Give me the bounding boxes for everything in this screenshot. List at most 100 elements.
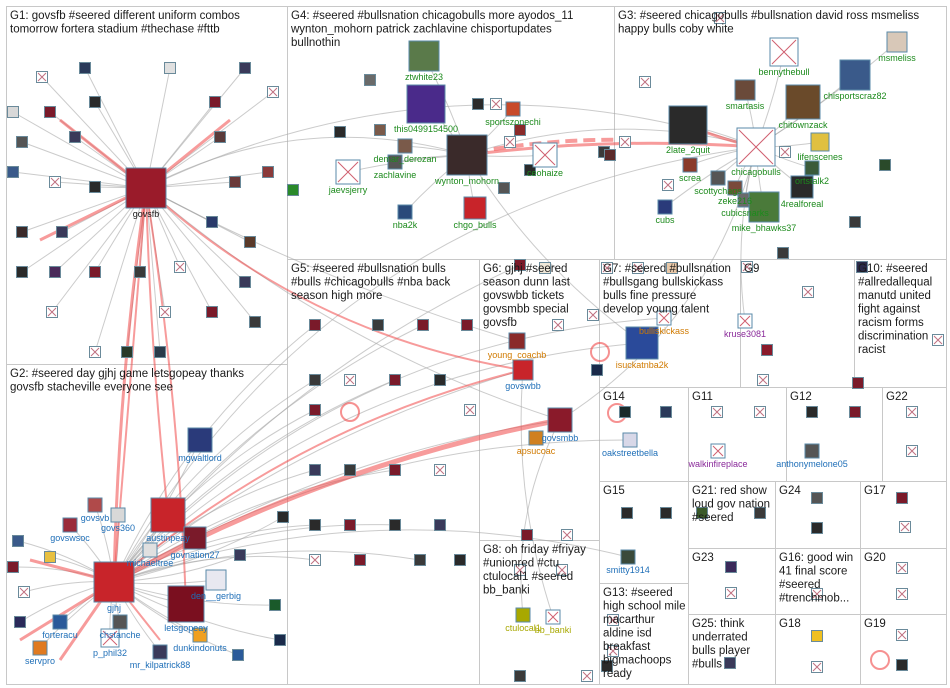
node[interactable] <box>725 561 737 573</box>
node-this0499154500[interactable] <box>406 84 446 124</box>
node[interactable] <box>134 266 146 278</box>
node[interactable] <box>56 226 68 238</box>
node[interactable] <box>372 319 384 331</box>
node[interactable] <box>206 216 218 228</box>
node-govsfb[interactable] <box>125 167 167 209</box>
node[interactable] <box>389 464 401 476</box>
node[interactable] <box>498 182 510 194</box>
node-msmeliss[interactable] <box>886 31 908 53</box>
node-apsucoac[interactable] <box>528 430 544 446</box>
node-demar-derozan[interactable] <box>397 138 413 154</box>
node[interactable] <box>754 507 766 519</box>
node-govswbb[interactable] <box>512 359 534 381</box>
node[interactable] <box>761 344 773 356</box>
node-chitownzack[interactable] <box>785 84 821 120</box>
node-ctulocal1[interactable] <box>515 607 531 623</box>
node[interactable] <box>334 126 346 138</box>
node-ztwhite23[interactable] <box>408 40 440 72</box>
node-govswsoc[interactable] <box>62 517 78 533</box>
node-letsgopeay[interactable] <box>167 585 205 623</box>
node[interactable] <box>434 374 446 386</box>
node[interactable] <box>44 106 56 118</box>
node-chstanche[interactable] <box>112 614 128 630</box>
node[interactable] <box>434 519 446 531</box>
node[interactable] <box>7 106 19 118</box>
node[interactable] <box>414 554 426 566</box>
node[interactable] <box>344 519 356 531</box>
node[interactable] <box>239 276 251 288</box>
node[interactable] <box>274 634 286 646</box>
node[interactable] <box>89 96 101 108</box>
node[interactable] <box>591 364 603 376</box>
node[interactable] <box>7 561 19 573</box>
node-scottychags[interactable] <box>710 170 726 186</box>
node[interactable] <box>896 492 908 504</box>
node[interactable] <box>389 519 401 531</box>
node[interactable] <box>14 616 26 628</box>
node[interactable] <box>389 374 401 386</box>
node[interactable] <box>209 96 221 108</box>
node[interactable] <box>309 464 321 476</box>
node-mike-bhawks37[interactable] <box>748 191 780 223</box>
node[interactable] <box>849 406 861 418</box>
node[interactable] <box>472 98 484 110</box>
node-govs360[interactable] <box>110 507 126 523</box>
node-cubs[interactable] <box>657 199 673 215</box>
node[interactable] <box>232 649 244 661</box>
node[interactable] <box>601 660 613 672</box>
node[interactable] <box>621 507 633 519</box>
node-mr-kilpatrick88[interactable] <box>152 644 168 660</box>
node[interactable] <box>696 507 708 519</box>
node[interactable] <box>309 404 321 416</box>
node[interactable] <box>806 406 818 418</box>
node-lifenscenes[interactable] <box>810 132 830 152</box>
node-zachlavine[interactable] <box>387 154 403 170</box>
node[interactable] <box>16 266 28 278</box>
node[interactable] <box>287 184 299 196</box>
node[interactable] <box>121 346 133 358</box>
node[interactable] <box>461 319 473 331</box>
node[interactable] <box>89 181 101 193</box>
node[interactable] <box>417 319 429 331</box>
node[interactable] <box>374 124 386 136</box>
node-isuckatnba2k[interactable] <box>625 326 659 360</box>
node[interactable] <box>344 464 356 476</box>
node[interactable] <box>244 236 256 248</box>
node[interactable] <box>521 529 533 541</box>
node[interactable] <box>811 630 823 642</box>
node[interactable] <box>514 124 526 136</box>
node-anthonymelone05[interactable] <box>804 443 820 459</box>
node[interactable] <box>660 406 672 418</box>
node[interactable] <box>660 507 672 519</box>
node[interactable] <box>309 319 321 331</box>
node[interactable] <box>524 164 536 176</box>
node-den--gerbig[interactable] <box>205 569 227 591</box>
node[interactable] <box>309 374 321 386</box>
node[interactable] <box>234 549 246 561</box>
node-sportszonechi[interactable] <box>505 101 521 117</box>
node-govsvb[interactable] <box>87 497 103 513</box>
node[interactable] <box>206 306 218 318</box>
node[interactable] <box>856 261 868 273</box>
node[interactable] <box>354 554 366 566</box>
node-screa[interactable] <box>682 157 698 173</box>
node[interactable] <box>16 226 28 238</box>
node-4realforeal[interactable] <box>790 175 814 199</box>
node-oakstreetbella[interactable] <box>622 432 638 448</box>
node-smitty1914[interactable] <box>620 549 636 565</box>
node[interactable] <box>7 166 19 178</box>
node[interactable] <box>269 599 281 611</box>
node[interactable] <box>262 166 274 178</box>
node[interactable] <box>604 149 616 161</box>
node[interactable] <box>454 554 466 566</box>
node-2late-2quit[interactable] <box>668 105 708 145</box>
node-dunkindonuts[interactable] <box>192 627 208 643</box>
node-wynton-mohorn[interactable] <box>446 134 488 176</box>
node[interactable] <box>666 262 678 274</box>
node-chisportscraz82[interactable] <box>839 59 871 91</box>
node[interactable] <box>277 511 289 523</box>
node-mgwaltlord[interactable] <box>187 427 213 453</box>
node[interactable] <box>79 62 91 74</box>
node[interactable] <box>44 551 56 563</box>
node-michaeltree[interactable] <box>142 542 158 558</box>
